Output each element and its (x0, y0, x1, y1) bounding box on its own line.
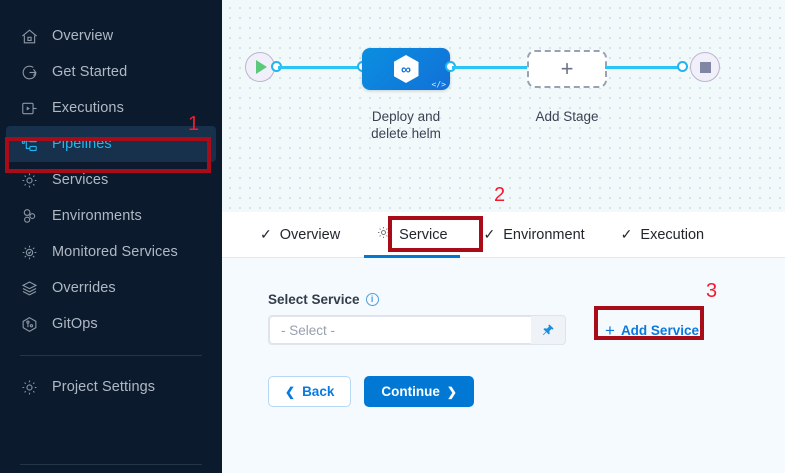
main-area: ∞ </> + Deploy and delete helm (222, 0, 785, 473)
sidebar-item-monitored-services[interactable]: Monitored Services (6, 234, 216, 270)
tab-label: Execution (640, 226, 705, 243)
home-icon (20, 27, 39, 46)
connector-dot (677, 61, 688, 72)
connector-line (278, 66, 365, 69)
annotation-number-3: 3 (706, 280, 718, 302)
pin-icon (542, 324, 554, 336)
connector-line (452, 66, 532, 69)
gear-icon (20, 171, 39, 190)
pipeline-row: ∞ </> + (222, 48, 785, 90)
layers-icon (20, 279, 39, 298)
plus-icon: + (560, 56, 574, 81)
check-icon: ✓ (620, 226, 633, 242)
sidebar-item-services[interactable]: Services (6, 162, 216, 198)
sidebar-item-label: Overview (52, 28, 114, 44)
select-service-label: Select Service (268, 292, 360, 307)
select-service-label-group: Select Service i (268, 292, 379, 307)
code-badge-icon: </> (431, 80, 446, 89)
monitored-services-icon (20, 243, 39, 262)
play-icon (256, 60, 267, 74)
select-service-control[interactable]: - Select - (268, 315, 566, 345)
sidebar-item-overview[interactable]: Overview (6, 18, 216, 54)
tab-service[interactable]: Service (358, 212, 465, 258)
pipeline-canvas[interactable]: ∞ </> + Deploy and delete helm (222, 0, 785, 212)
chevron-right-icon: ❯ (446, 384, 457, 399)
pipeline-stage-node[interactable]: ∞ </> (362, 48, 450, 90)
sidebar-item-gitops[interactable]: GitOps (6, 306, 216, 342)
wizard-button-row: ❮ Back Continue ❯ (268, 376, 474, 407)
tab-execution[interactable]: ✓ Execution (603, 212, 722, 258)
gitops-icon (20, 315, 39, 334)
continue-label: Continue (381, 384, 440, 399)
sidebar-item-label: Environments (52, 208, 142, 224)
stage-caption: Deploy and delete helm (371, 109, 441, 141)
chevron-left-icon: ❮ (285, 384, 296, 399)
sidebar-item-label: Pipelines (52, 136, 112, 152)
add-stage-caption: Add Stage (535, 109, 599, 124)
tab-label: Overview (279, 226, 341, 243)
add-stage-node[interactable]: + (527, 50, 607, 88)
sidebar-item-label: Monitored Services (52, 244, 178, 260)
back-label: Back (302, 384, 335, 399)
sidebar-item-project-settings[interactable]: Project Settings (6, 369, 216, 405)
sidebar-item-label: Executions (52, 100, 124, 116)
check-icon: ✓ (260, 226, 272, 242)
pipeline-start-node[interactable] (245, 52, 275, 82)
annotation-number-2: 2 (494, 184, 506, 206)
add-service-button[interactable]: + Add Service (597, 315, 707, 345)
plus-icon: + (605, 320, 615, 340)
pipeline-end-node[interactable] (690, 52, 720, 82)
sidebar-item-label: Overrides (52, 280, 116, 296)
sidebar-item-environments[interactable]: Environments (6, 198, 216, 234)
sidebar-item-overrides[interactable]: Overrides (6, 270, 216, 306)
tab-overview[interactable]: ✓ Overview (242, 212, 358, 258)
add-service-label: Add Service (620, 322, 699, 338)
sidebar-item-pipelines[interactable]: Pipelines (6, 126, 216, 162)
sidebar-item-label: Get Started (52, 64, 128, 80)
service-form-panel: Select Service i - Select - + Add Servic… (222, 258, 785, 473)
select-service-input[interactable]: - Select - (269, 316, 531, 344)
continue-button[interactable]: Continue ❯ (364, 376, 474, 407)
gear-icon (376, 225, 391, 244)
check-icon: ✓ (483, 226, 496, 242)
environments-icon (20, 207, 39, 226)
harness-hexagon-icon: ∞ (393, 55, 419, 83)
stop-icon (699, 61, 711, 73)
pipelines-icon (20, 135, 39, 154)
sidebar: Overview Get Started Executions Pipeline… (0, 0, 222, 473)
sidebar-item-label: GitOps (52, 316, 98, 332)
tab-label: Environment (503, 226, 585, 243)
sidebar-item-get-started[interactable]: Get Started (6, 54, 216, 90)
tab-environment[interactable]: ✓ Environment (466, 212, 603, 258)
tab-label: Service (399, 226, 448, 243)
connector-line (605, 66, 685, 69)
sidebar-item-executions[interactable]: Executions (6, 90, 216, 126)
sidebar-bottom-divider (20, 464, 202, 465)
settings-gear-icon (20, 378, 39, 397)
sidebar-item-label: Services (52, 172, 109, 188)
annotation-number-1: 1 (188, 113, 200, 135)
rocket-icon (20, 63, 39, 82)
wizard-tabbar: ✓ Overview Service ✓ Environment ✓ Execu… (222, 212, 785, 258)
pin-button[interactable] (531, 316, 565, 344)
sidebar-item-label: Project Settings (52, 379, 156, 395)
sidebar-divider (20, 355, 202, 356)
info-icon[interactable]: i (365, 293, 379, 306)
back-button[interactable]: ❮ Back (268, 376, 352, 407)
executions-icon (20, 99, 39, 118)
